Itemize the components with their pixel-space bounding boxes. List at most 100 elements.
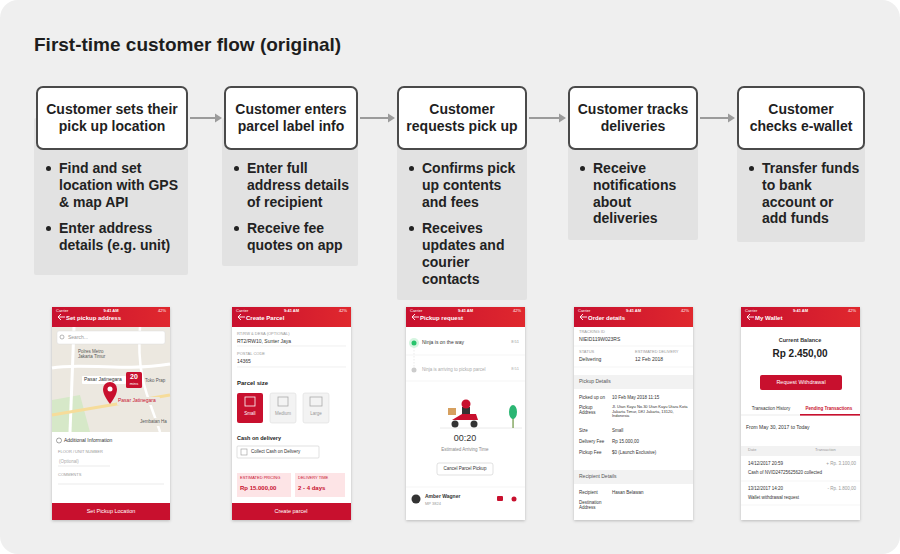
screen-text: Pickup Address (579, 405, 609, 415)
courier-box (448, 408, 456, 415)
status-bar-text: 9:41 AM (284, 309, 299, 314)
separator (406, 381, 525, 382)
bullet-dot (234, 226, 239, 231)
screen-text: Rp 2.450,00 (772, 348, 827, 360)
process-box: Customer sets their pick up location (36, 86, 188, 150)
screen-text: Medium (275, 411, 291, 416)
screen-text: Picked up on (579, 395, 605, 400)
screen-text: Delivering (579, 357, 601, 363)
bullet-dot (234, 166, 239, 171)
status-bar-text: Carrier (578, 309, 590, 314)
process-box: Customer enters parcel label info (224, 86, 358, 150)
map-pin-dot (108, 387, 113, 392)
screen-text: Jl. Utan Kayu No.30 Utan Kayu Utara Kota… (612, 405, 688, 419)
size-option (303, 393, 329, 423)
flow-arrow (360, 114, 395, 123)
screen-text: 14/12/2017 20:59 (748, 461, 783, 466)
status-line (414, 347, 415, 367)
process-box: Customer checks e-wallet (737, 86, 865, 150)
map-road (52, 364, 170, 368)
screen-text: mins (130, 382, 138, 387)
flow-arrow (700, 114, 735, 123)
screen-text: Cash of NVID24725625620 collected (748, 470, 822, 475)
arrow-line (529, 117, 560, 119)
step-title: Customer checks e-wallet (745, 101, 857, 135)
screen-text: Pickup Fee (579, 450, 602, 455)
screen-text: Ninja is on the way (422, 340, 464, 346)
parcel-icon (245, 397, 255, 406)
input-line (58, 484, 164, 485)
screen-text: Create parcel (274, 508, 307, 514)
separator (406, 487, 525, 488)
screen-text: Rp 15.000,00 (612, 439, 639, 444)
parcel-icon (310, 397, 322, 406)
phone-screen (741, 307, 860, 520)
app-button (232, 503, 351, 520)
phone-icon (512, 497, 517, 502)
bullet-dot (46, 226, 51, 231)
time-box (295, 473, 345, 497)
screen-text: Recipient (579, 490, 598, 495)
courier-helmet (462, 400, 471, 409)
screen-text: From May 30, 2017 to Today (746, 425, 810, 431)
screen-text: 10 Feb May 2018 11:15 (612, 395, 659, 400)
checkbox (241, 449, 247, 455)
phone-screen (574, 307, 693, 520)
screen-text: Additional Information (64, 438, 112, 444)
tab-line (741, 415, 860, 416)
map-label-patch (139, 418, 170, 426)
price-box (237, 473, 291, 497)
screen-text: Pending Transactions (806, 406, 853, 411)
tree (509, 405, 517, 419)
screen-text: Search... (68, 335, 88, 341)
status-bar-text: 42% (848, 309, 856, 314)
screen-text: RT/RW & DESA (OPTIONAL) (237, 332, 290, 337)
status-bar-text: Carrier (56, 309, 68, 314)
separator (574, 346, 693, 347)
section-band (574, 470, 693, 484)
screen-text: 2 - 4 days (298, 485, 325, 492)
tab-underline (800, 414, 860, 416)
bullet-item: Receive fee quotes on app (232, 220, 354, 254)
screen-text: 14365 (237, 359, 251, 365)
size-option (270, 393, 296, 423)
screen-text: Transaction History (752, 406, 791, 411)
status-bar-text: 9:41 AM (793, 309, 808, 314)
app-header (406, 307, 525, 327)
screen-text: Wallet withdrawal request (748, 495, 799, 500)
courier-avatar (412, 495, 421, 504)
process-box: Customer tracks deliveries (568, 86, 698, 150)
scooter-wheel (471, 421, 478, 428)
bullet-dot (409, 226, 414, 231)
screen-text: 8:51 (511, 367, 519, 372)
bullet-text: Receives updates and courier contacts (422, 220, 504, 286)
screen-text: Large (310, 411, 322, 416)
screen-text: Toko Prap (145, 378, 165, 383)
table-header-band (741, 446, 860, 456)
screen-text: Date (748, 448, 756, 453)
screen-text: Recipient Details (579, 474, 617, 480)
separator (741, 505, 860, 506)
screen-text: 20 (130, 373, 138, 381)
search-box (57, 331, 165, 344)
input-line (58, 466, 110, 467)
section-band (574, 375, 693, 389)
status-bar-text: Carrier (236, 309, 248, 314)
bullet-text: Enter full address details of recipient (247, 160, 349, 210)
screen-text: Cash on delivery (237, 435, 281, 441)
status-bar-text: 42% (513, 309, 521, 314)
screen-text: (Optional) (59, 459, 79, 464)
phone-screen (232, 307, 351, 520)
map-label-patch (117, 397, 160, 405)
back-arrow (238, 314, 245, 320)
app-header (741, 307, 860, 327)
screen-text: Delivery Fee (579, 439, 604, 444)
status-dot (412, 368, 417, 373)
app-header (52, 307, 170, 327)
app-button (760, 375, 842, 390)
bullet-text: Receive fee quotes on app (247, 220, 343, 253)
app-header (232, 307, 351, 327)
bullet-item: Enter full address details of recipient (232, 160, 354, 210)
bullet-dot (409, 166, 414, 171)
chat-icon (497, 496, 503, 501)
